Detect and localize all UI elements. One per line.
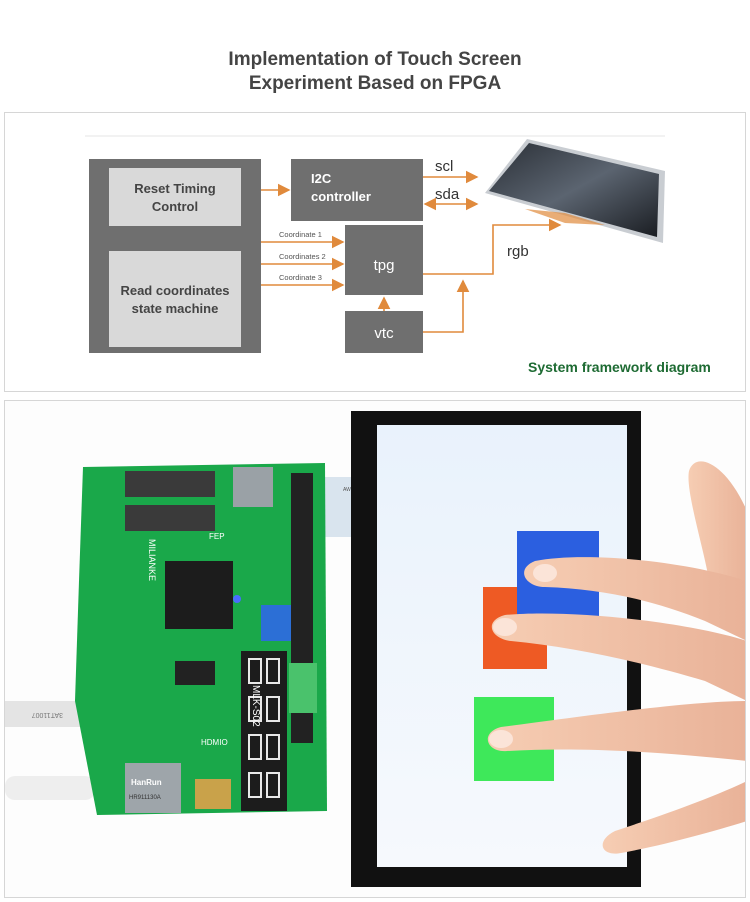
vtc-label: vtc [374, 325, 394, 342]
page-title: Implementation of Touch Screen Experimen… [0, 48, 750, 96]
i2c-label-1: I2C [311, 171, 332, 186]
seven-segment-digits [248, 658, 280, 798]
title-line-2: Experiment Based on FPGA [248, 73, 502, 94]
reset-label-1: Reset Timing [134, 181, 215, 196]
read-label-1: Read coordinates [120, 283, 229, 298]
diagram-panel: Reset Timing Control Read coordinates st… [4, 112, 746, 392]
tpg-label: tpg [374, 257, 395, 274]
scl-label: scl [435, 158, 453, 175]
board-model: MLK-S02 [250, 685, 261, 727]
touch-screen-illustration [485, 139, 665, 243]
connector-1 [125, 471, 215, 497]
sda-label: sda [435, 186, 460, 203]
tpg-block [345, 225, 423, 295]
coord3-label: Coordinate 3 [279, 273, 322, 282]
fep-label: FEP [209, 532, 225, 541]
board-brand: MILIANKE [147, 539, 157, 581]
sd-slot [233, 467, 273, 507]
ethernet-brand: HanRun [131, 778, 162, 787]
fpga-chip [165, 561, 233, 629]
reset-label-2: Control [152, 199, 198, 214]
reset-timing-block [109, 168, 241, 226]
read-coordinates-block [109, 251, 241, 347]
dip-switch [261, 605, 291, 641]
cable-label: 3AT11007 [32, 711, 63, 718]
rgb-arrow [423, 218, 562, 275]
i2c-controller-block [291, 159, 423, 221]
hand-illustration [487, 461, 745, 854]
chip-2 [175, 661, 215, 685]
usb-cable [5, 776, 95, 800]
hdmi-port [195, 779, 231, 809]
blue-led [233, 595, 241, 603]
coord2-label: Coordinates 2 [279, 252, 326, 261]
connector-2 [125, 505, 215, 531]
seven-segment-display [241, 651, 287, 811]
framework-diagram: Reset Timing Control Read coordinates st… [85, 135, 665, 353]
read-label-2: state machine [132, 301, 219, 316]
ethernet-part: HR911130A [129, 795, 161, 801]
board-photo: 3AT11007 AWM 2096 HanRun HR911130A HDMIO… [5, 411, 745, 887]
i2c-label-2: controller [311, 189, 371, 204]
ethernet-port [125, 763, 181, 813]
photo-panel: 3AT11007 AWM 2096 HanRun HR911130A HDMIO… [4, 400, 746, 898]
vtc-to-rgb-arrow [423, 279, 470, 333]
terminal-block [289, 663, 317, 713]
diagram-caption: System framework diagram [528, 359, 711, 375]
rgb-label: rgb [507, 243, 529, 260]
vtc-block [345, 311, 423, 353]
title-line-1: Implementation of Touch Screen [228, 49, 522, 70]
coord1-label: Coordinate 1 [279, 230, 322, 239]
hdmi-label: HDMIO [201, 738, 228, 747]
